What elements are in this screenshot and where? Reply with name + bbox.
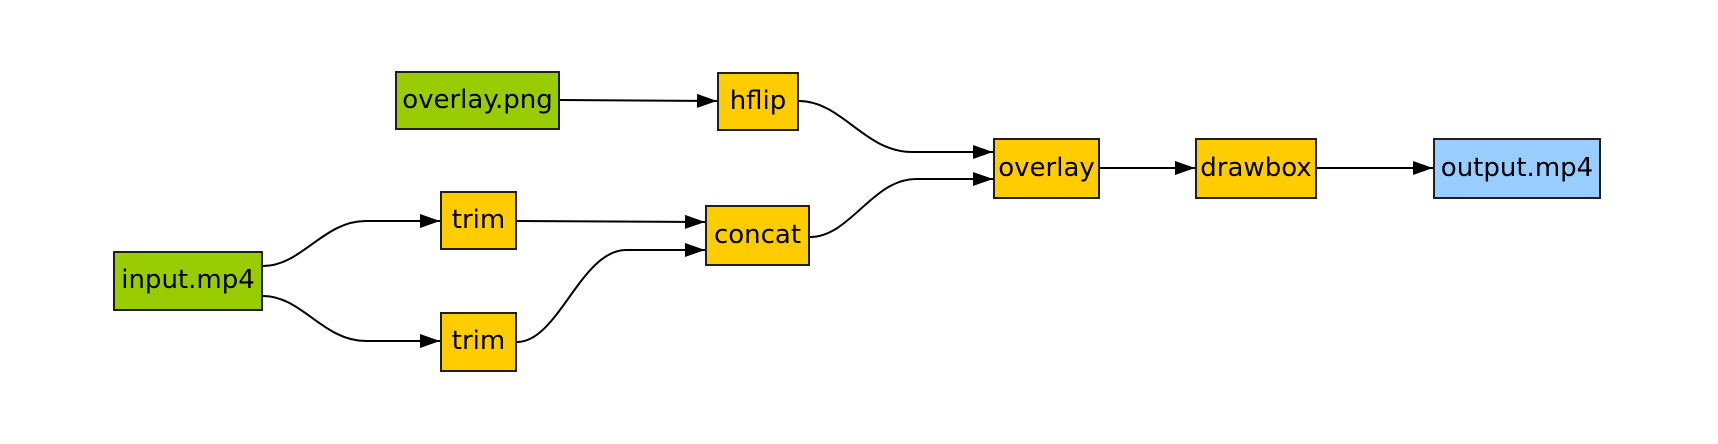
node-trim-1-label: trim [451, 204, 506, 235]
node-concat: concat [705, 205, 810, 266]
edge-overlay-png-to-hflip [559, 93, 718, 108]
edge-input-mp4-to-trim-2 [262, 295, 440, 348]
node-drawbox: drawbox [1195, 138, 1317, 199]
node-trim-2-label: trim [451, 326, 506, 356]
node-overlay-png: overlay.png [395, 71, 560, 130]
node-output-mp4-label: output.mp4 [1440, 152, 1594, 183]
edge-concat-to-overlay [809, 172, 993, 238]
edge-trim-2-to-concat [516, 243, 705, 343]
edge-hflip-to-overlay [798, 100, 993, 159]
node-hflip: hflip [717, 72, 799, 131]
node-trim-1: trim [440, 191, 517, 250]
edge-trim-1-to-concat [516, 214, 706, 229]
node-overlay-png-label: overlay.png [402, 84, 553, 115]
node-drawbox-label: drawbox [1200, 152, 1312, 183]
node-input-mp4-label: input.mp4 [121, 265, 255, 295]
node-input-mp4: input.mp4 [113, 251, 263, 311]
node-hflip-label: hflip [729, 85, 787, 116]
node-concat-label: concat [713, 219, 802, 250]
node-trim-2: trim [440, 312, 517, 372]
node-overlay: overlay [993, 138, 1100, 199]
edge-input-mp4-to-trim-1 [262, 214, 440, 267]
node-overlay-label: overlay [998, 152, 1095, 183]
node-output-mp4: output.mp4 [1433, 138, 1601, 199]
